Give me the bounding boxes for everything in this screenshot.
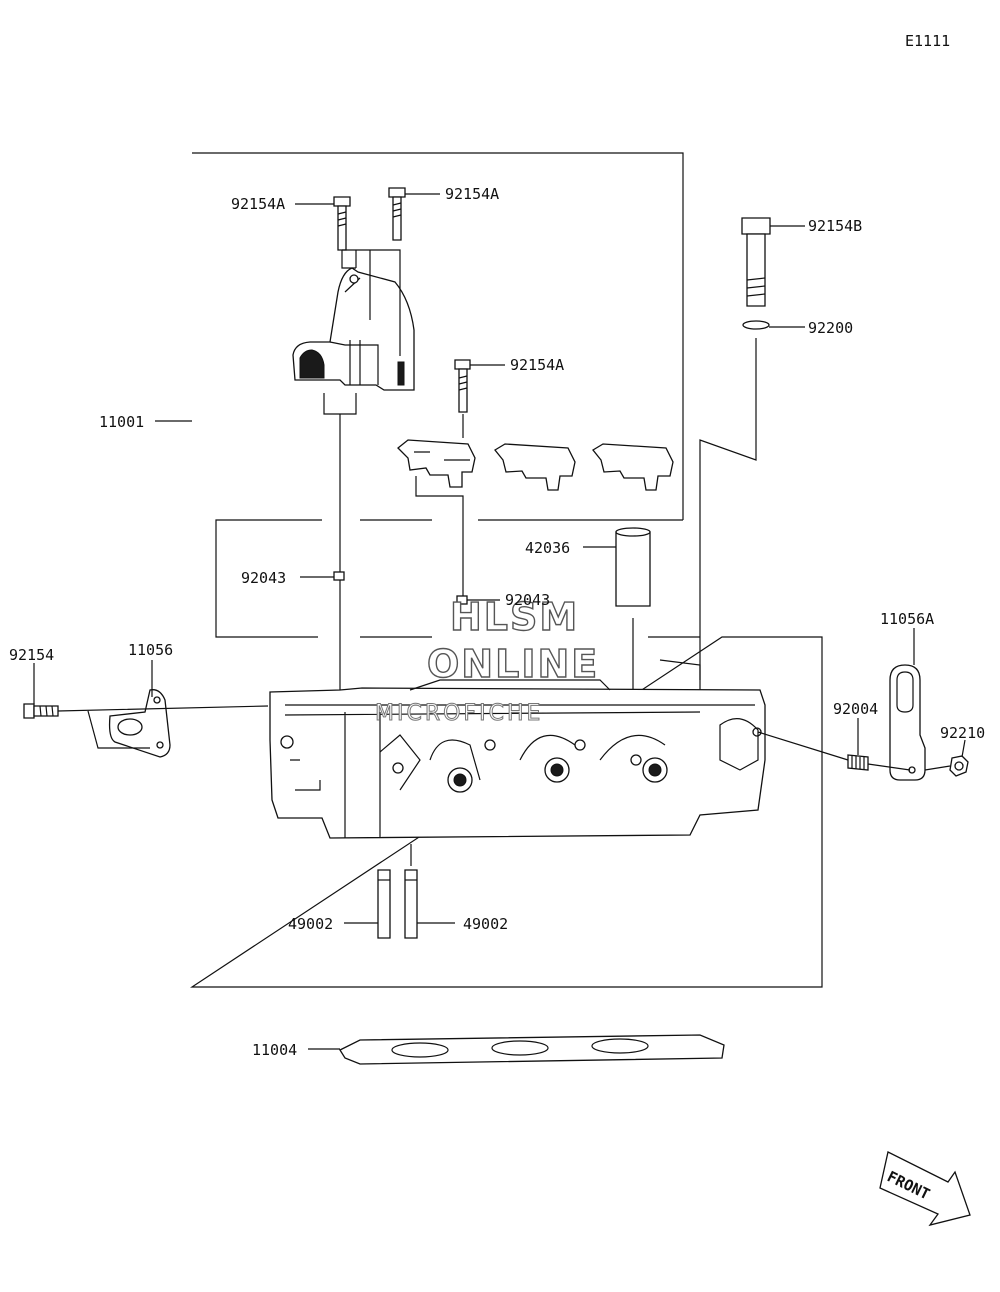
camshaft-sleeve-42036[interactable] xyxy=(615,527,651,607)
bolt-92154B[interactable] xyxy=(741,217,771,307)
bolt-92154[interactable] xyxy=(23,703,59,719)
dowel-pin-92043-left[interactable] xyxy=(333,571,345,581)
label-92043-left: 92043 xyxy=(241,569,286,587)
diagram-code: E1111 xyxy=(905,32,950,50)
svg-text:ONLINE: ONLINE xyxy=(427,642,599,686)
valve-guide-49002-right[interactable] xyxy=(404,869,418,939)
cylinder-head[interactable] xyxy=(269,659,766,839)
label-11056A: 11056A xyxy=(880,610,934,628)
bracket-11056A[interactable] xyxy=(889,664,926,781)
label-42036: 42036 xyxy=(525,539,570,557)
label-92200: 92200 xyxy=(808,319,853,337)
svg-text:MICROFICHE: MICROFICHE xyxy=(375,701,543,726)
svg-text:HLSM: HLSM xyxy=(450,595,579,639)
label-11001: 11001 xyxy=(99,413,144,431)
nut-92210[interactable] xyxy=(949,755,969,777)
stud-92004[interactable] xyxy=(847,754,869,771)
washer-92200[interactable] xyxy=(742,320,770,330)
camshaft-cap-1[interactable] xyxy=(397,439,476,488)
bolt-92154A-top[interactable] xyxy=(388,187,406,241)
label-92154A-left: 92154A xyxy=(231,195,285,213)
label-11056: 11056 xyxy=(128,641,173,659)
front-arrow: FRONT xyxy=(879,1151,971,1227)
label-92004: 92004 xyxy=(833,700,878,718)
watermark: HLSM ONLINE MICROFICHE xyxy=(375,594,599,726)
assembly-11001-outline xyxy=(190,152,823,988)
label-92154: 92154 xyxy=(9,646,54,664)
valve-guide-49002-left[interactable] xyxy=(377,869,391,939)
camshaft-holder-bracket[interactable] xyxy=(292,267,415,391)
label-92043-right: 92043 xyxy=(505,591,550,609)
bracket-11056[interactable] xyxy=(108,689,171,758)
camshaft-cap-2[interactable] xyxy=(494,443,576,491)
camshaft-cap-3[interactable] xyxy=(592,443,674,491)
gasket-11004[interactable] xyxy=(339,1034,725,1065)
label-49002-right: 49002 xyxy=(463,915,508,933)
label-92210: 92210 xyxy=(940,724,985,742)
label-92154B: 92154B xyxy=(808,217,862,235)
bolt-92154A-mid[interactable] xyxy=(454,359,471,413)
label-11004: 11004 xyxy=(252,1041,297,1059)
label-49002-left: 49002 xyxy=(288,915,333,933)
label-92154A-top: 92154A xyxy=(445,185,499,203)
label-92154A-mid: 92154A xyxy=(510,356,564,374)
bolt-92154A-left[interactable] xyxy=(333,196,351,251)
